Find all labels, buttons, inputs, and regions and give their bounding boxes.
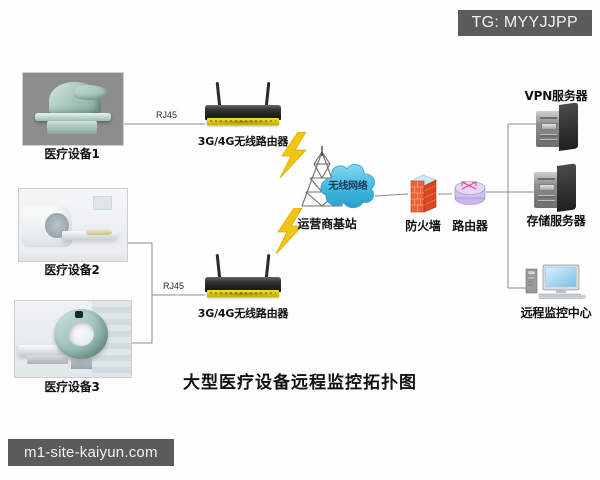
firewall-icon (410, 174, 437, 213)
link-label-rj45-1: RJ45 (156, 110, 178, 120)
medical-device-2-label: 医疗设备2 (44, 263, 100, 277)
link-label-rj45-2: RJ45 (163, 281, 185, 291)
storage-server-label: 存储服务器 (526, 214, 586, 228)
base-station-label: 运营商基站 (297, 217, 357, 231)
wireless-router-1-label: 3G/4G无线路由器 (197, 135, 289, 148)
wireless-router-1-icon (205, 81, 281, 128)
wireless-signal-bolt-1-icon (279, 132, 307, 178)
watermark-bottom-left: m1-site-kaiyun.com (8, 439, 174, 466)
core-router-label: 路由器 (452, 219, 488, 233)
medical-device-2-image (18, 188, 128, 262)
medical-device-3-image (14, 300, 132, 378)
medical-device-1-label: 医疗设备1 (44, 147, 100, 161)
vpn-server-icon (536, 102, 578, 151)
page-title: 大型医疗设备远程监控拓扑图 (183, 373, 417, 393)
firewall-label: 防火墙 (405, 219, 441, 233)
vpn-server-label: VPN服务器 (524, 89, 588, 103)
wireless-signal-bolt-2-icon (275, 208, 303, 254)
cloud-icon (320, 164, 375, 209)
watermark-top-right: TG: MYYJJPP (457, 10, 592, 36)
cloud-label: 无线网络 (328, 181, 368, 192)
wireless-router-2-icon (205, 253, 281, 300)
medical-device-1-image (22, 72, 124, 146)
wireless-router-2-label: 3G/4G无线路由器 (197, 307, 289, 320)
monitoring-center-label: 远程监控中心 (520, 306, 592, 320)
medical-device-3-label: 医疗设备3 (44, 380, 100, 394)
desktop-computer-icon (525, 264, 586, 299)
storage-server-icon (534, 163, 576, 212)
router-icon (454, 181, 486, 205)
